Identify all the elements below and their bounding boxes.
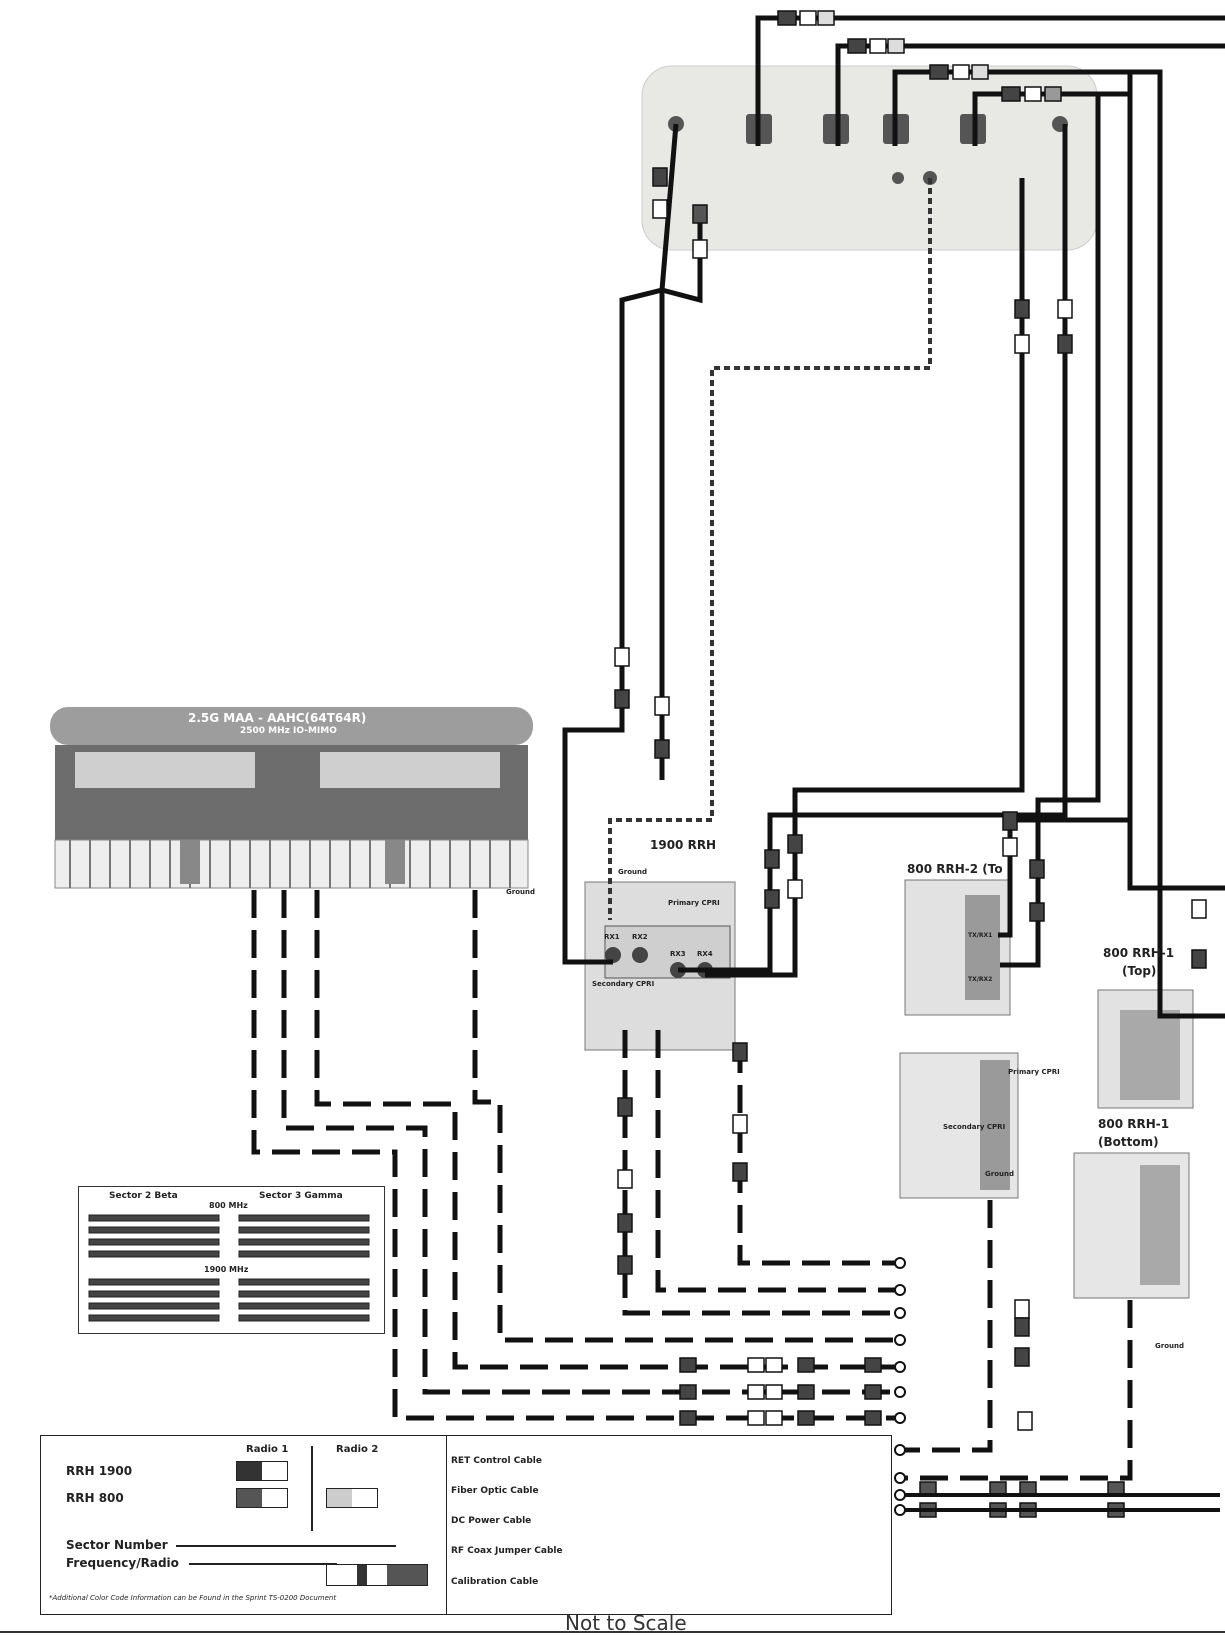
port-rx3: RX3 <box>670 950 686 958</box>
maa-unit <box>50 707 533 889</box>
rrh-1900 <box>584 881 736 1051</box>
rrh-800-1-top-sub: (Top) <box>1122 964 1157 978</box>
cable-connectors <box>614 10 1207 1518</box>
legend-swatch-800-r2 <box>326 1488 378 1508</box>
legend-sector-number: Sector Number <box>66 1538 168 1552</box>
legend-radio2: Radio 2 <box>336 1444 379 1455</box>
legend-example-swatch <box>326 1564 428 1586</box>
sector-key-col1: Sector 2 Beta <box>109 1191 178 1201</box>
legend-radio1: Radio 1 <box>246 1444 289 1455</box>
legend-cal-cable: Calibration Cable <box>451 1577 539 1587</box>
rrh-800-1-bottom-label: 800 RRH-1 <box>1098 1117 1170 1131</box>
port-rx4: RX4 <box>697 950 713 958</box>
ground-label-maa: Ground <box>506 888 535 896</box>
rrh-800-1-bottom-sub: (Bottom) <box>1098 1135 1159 1149</box>
rrh-800-1 <box>1073 989 1194 1299</box>
primary-cpri-label-2: Primary CPRI <box>1008 1068 1060 1076</box>
legend-footnote: *Additional Color Code Information can b… <box>49 1594 337 1602</box>
legend-rf-cable: RF Coax Jumper Cable <box>451 1546 563 1556</box>
termination-points <box>894 1257 906 1516</box>
legend-frequency-radio: Frequency/Radio <box>66 1556 179 1570</box>
legend-ret-cable: RET Control Cable <box>451 1456 542 1466</box>
legend-divider <box>311 1446 313 1531</box>
primary-cpri-label: Primary CPRI <box>668 899 720 907</box>
calibration-cable <box>608 178 932 920</box>
sector-key-band2: 1900 MHz <box>204 1265 249 1274</box>
legend-freq-leader <box>189 1563 337 1565</box>
rrh-800-2 <box>899 879 1019 1199</box>
legend-dc-cable: DC Power Cable <box>451 1516 532 1526</box>
sector-key: Sector 2 Beta Sector 3 Gamma 800 MHz 190… <box>78 1186 385 1334</box>
secondary-cpri-label-2: Secondary CPRI <box>943 1123 1006 1131</box>
ground-label-800-2: Ground <box>985 1170 1014 1178</box>
ground-label-800-1: Ground <box>1155 1342 1184 1350</box>
ground-label-1900: Ground <box>618 868 647 876</box>
legend-rrh800: RRH 800 <box>66 1491 124 1505</box>
rrh-1900-label: 1900 RRH <box>650 838 717 852</box>
port-txrx1: TX/RX1 <box>968 932 993 939</box>
legend-fiber-cable: Fiber Optic Cable <box>451 1486 539 1496</box>
legend: Radio 1 Radio 2 RRH 1900 RRH 800 Sector … <box>40 1435 892 1615</box>
legend-swatch-800-r1 <box>236 1488 288 1508</box>
port-txrx2: TX/RX2 <box>968 976 993 983</box>
legend-rrh1900: RRH 1900 <box>66 1464 133 1478</box>
not-to-scale: Not to Scale <box>565 1611 687 1635</box>
legend-swatch-1900-r1 <box>236 1461 288 1481</box>
rrh-800-1-top-label: 800 RRH-1 <box>1103 946 1175 960</box>
breakout-lines <box>905 1493 1220 1512</box>
legend-radio-key: Radio 1 Radio 2 RRH 1900 RRH 800 Sector … <box>41 1436 447 1614</box>
port-rx2: RX2 <box>632 933 648 941</box>
sector-key-swatches <box>88 1214 370 1322</box>
port-rx1: RX1 <box>604 933 620 941</box>
secondary-cpri-label: Secondary CPRI <box>592 980 655 988</box>
maa-title: 2.5G MAA - AAHC(64T64R) <box>188 711 367 725</box>
trunk-cables <box>251 890 1133 1481</box>
rrh-800-2-label: 800 RRH-2 (To <box>907 862 1003 876</box>
sector-key-col2: Sector 3 Gamma <box>259 1191 343 1201</box>
maa-subtitle: 2500 MHz IO-MIMO <box>240 726 337 736</box>
legend-sector-leader <box>176 1545 396 1547</box>
sector-key-band1: 800 MHz <box>209 1201 248 1210</box>
